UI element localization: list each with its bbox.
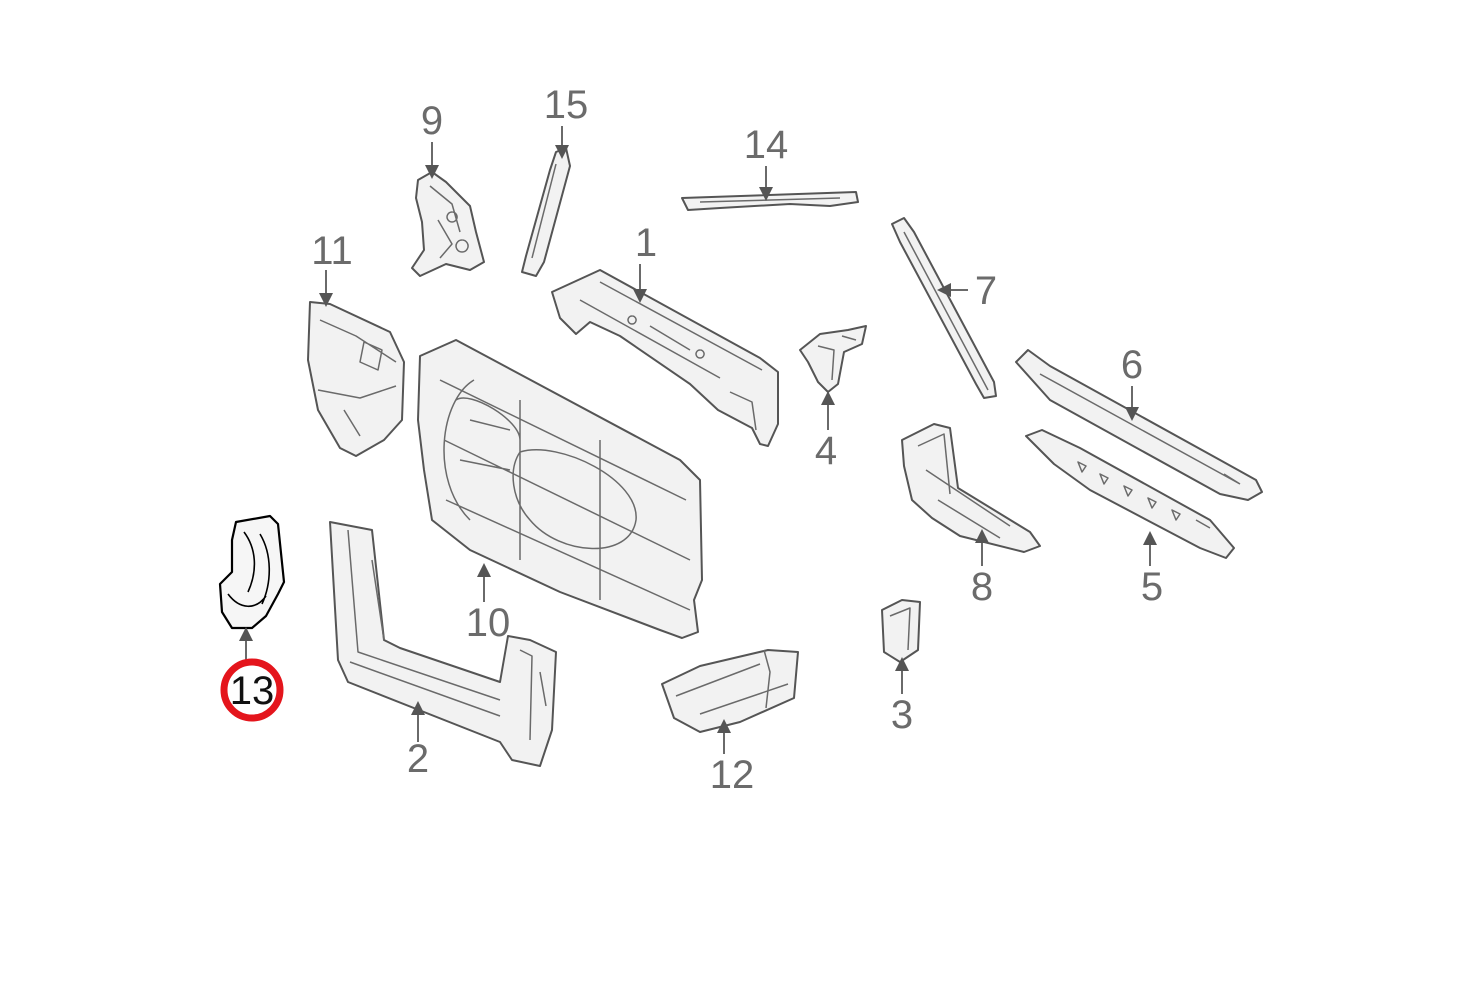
part-5-slotted-rail[interactable] (1025, 429, 1235, 559)
callout-6[interactable]: 6 (1121, 343, 1143, 387)
part-14-cross-member[interactable] (681, 191, 859, 211)
part-12-duct[interactable] (661, 649, 799, 733)
callout-11[interactable]: 11 (311, 229, 353, 273)
callout-5[interactable]: 5 (1141, 565, 1163, 609)
part-13-highlighted-duct[interactable] (218, 514, 286, 630)
part-8-right-air-duct[interactable] (901, 423, 1041, 553)
leader-lines (239, 126, 1157, 754)
callout-labels: 1 2 3 4 5 6 7 8 9 10 11 12 13 14 15 (230, 83, 1163, 797)
callout-15[interactable]: 15 (544, 83, 589, 127)
part-11-left-air-duct[interactable] (307, 301, 405, 457)
callout-13[interactable]: 13 (230, 669, 275, 713)
callout-9[interactable]: 9 (421, 99, 443, 143)
part-15-strut[interactable] (521, 147, 571, 277)
highlight-ring (220, 658, 284, 722)
part-7-diagonal-strut[interactable] (891, 217, 997, 399)
callout-10[interactable]: 10 (466, 601, 511, 645)
callout-2[interactable]: 2 (407, 737, 429, 781)
part-4-bracket[interactable] (799, 325, 867, 393)
callout-4[interactable]: 4 (815, 429, 837, 473)
callout-12[interactable]: 12 (710, 753, 755, 797)
part-1-upper-carrier[interactable] (551, 269, 779, 447)
part-10-grille-frame[interactable] (417, 339, 703, 639)
callout-8[interactable]: 8 (971, 565, 993, 609)
part-9-bracket[interactable] (411, 171, 485, 277)
callout-1[interactable]: 1 (635, 221, 657, 265)
callout-3[interactable]: 3 (891, 693, 913, 737)
part-2-lower-frame[interactable] (329, 521, 557, 767)
callout-14[interactable]: 14 (744, 123, 789, 167)
part-3-clip[interactable] (881, 599, 921, 663)
callout-7[interactable]: 7 (975, 269, 997, 313)
part-6-rail[interactable] (1015, 349, 1263, 501)
